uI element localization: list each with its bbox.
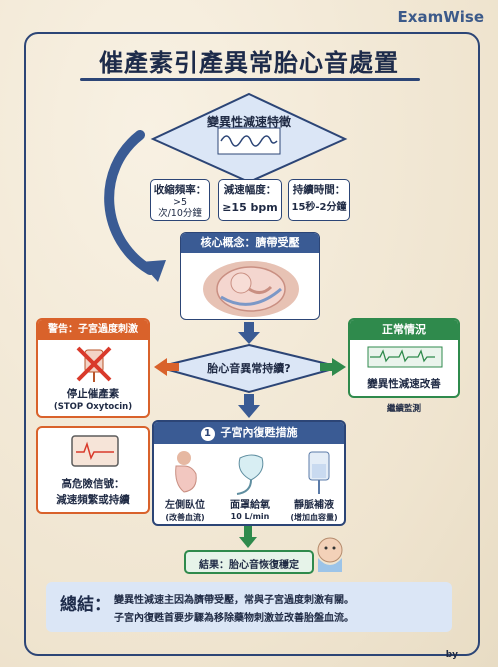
core-concept-box: 核心概念：臍帶受壓 (180, 232, 320, 320)
decel-features-label: 變異性減速特徵 (206, 115, 291, 129)
summary-title: 總結： (60, 595, 111, 615)
resus-item-sub: 10 L/min (230, 512, 270, 521)
iv-bag-icon (308, 451, 330, 494)
normal-header: 正常情況 (350, 320, 458, 340)
oxygen-mask-icon (236, 454, 264, 495)
stop-oxytocin-en: (STOP Oxytocin) (53, 402, 133, 412)
high-risk-label: 高危險信號： (61, 478, 125, 490)
feature-duration: 持續時間： 15秒-2分鐘 (288, 179, 350, 221)
resuscitation-icons (175, 451, 330, 495)
feature-title: 收縮頻率： (153, 184, 207, 196)
core-concept-label: 核心概念：臍帶受壓 (181, 233, 319, 253)
resuscitation-header: 1 子宮內復甦措施 (154, 422, 344, 444)
resus-item-sub: (增加血容量) (290, 513, 338, 522)
normal-ecg-icon (367, 346, 443, 368)
step-number-badge: 1 (200, 427, 215, 441)
pregnant-woman-icon (175, 451, 197, 493)
summary-line-1: 變異性減速主因為臍帶受壓，常與子宮過度刺激有關。 (114, 595, 354, 606)
high-risk-box: 高危險信號： 減速頻繁或持續 (36, 426, 150, 514)
page-title: 催產素引產異常胎心音處置 (99, 49, 399, 77)
stop-oxytocin-label: 停止催產素 (66, 388, 120, 400)
normal-label: 變異性減速改善 (367, 378, 441, 390)
feature-decel-amplitude: 減速幅度： ≥15 bpm (218, 179, 282, 221)
resuscitation-title: 子宮內復甦措施 (220, 426, 298, 439)
feature-contraction-frequency: 收縮頻率： >5 次/10分鐘 (150, 179, 210, 221)
decision-label: 胎心音異常持續? (207, 362, 291, 375)
feature-value: 15秒-2分鐘 (291, 202, 347, 213)
warning-box: 警告：子宮過度刺激 停止催產素 (STOP Oxytocin) (36, 318, 150, 418)
feature-value: >5 次/10分鐘 (158, 197, 202, 219)
resus-item-sub: (改善血流) (165, 513, 205, 522)
page-frame (24, 32, 480, 656)
continue-monitoring-note: 繼續監測 (386, 404, 421, 414)
feature-title: 持續時間： (292, 184, 346, 196)
feature-value: ≥15 bpm (222, 201, 278, 214)
monitor-icon (71, 435, 119, 467)
normal-box: 正常情況 變異性減速改善 (348, 318, 460, 398)
resus-item-label: 靜脈補液 (294, 500, 334, 511)
feature-title: 減速幅度： (223, 184, 277, 196)
resus-item-label: 面罩給氧 (230, 500, 270, 511)
high-risk-detail: 減速頻繁或持續 (56, 494, 130, 506)
summary-box: 總結： 變異性減速主因為臍帶受壓，常與子宮過度刺激有關。 子宮內復甦首要步驟為移… (46, 582, 452, 632)
summary-line-2: 子宮內復甦首要步驟為移除藥物刺激並改善胎盤血流。 (114, 613, 354, 624)
footer-credit: by (445, 650, 458, 660)
result-label: 結果：胎心音恢復穩定 (199, 560, 299, 571)
stop-drip-icon (76, 346, 112, 382)
resus-item-label: 左側臥位 (165, 500, 205, 511)
title-underline (80, 78, 420, 81)
warning-header: 警告：子宮過度刺激 (38, 320, 148, 340)
fetus-illustration-icon (203, 261, 299, 317)
result-box: 結果：胎心音恢復穩定 (184, 550, 314, 574)
brand-logo: ExamWise (397, 8, 484, 26)
